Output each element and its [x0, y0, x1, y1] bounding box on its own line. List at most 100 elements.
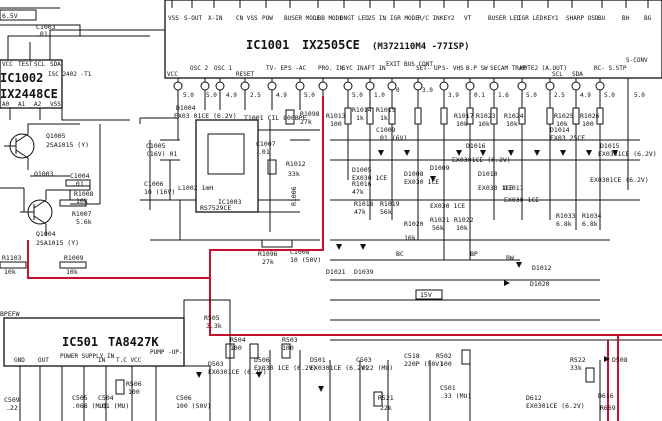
r1013-ref: R1013	[326, 112, 346, 120]
ic1001-top-stubs	[171, 0, 649, 8]
c505-value: .068 (MU)	[72, 402, 107, 410]
r1024-value: 10k	[506, 120, 518, 128]
d1018-type: EX0301CE (6.2V)	[590, 176, 649, 184]
pin-label: VCC	[167, 71, 178, 78]
d1021-ref: D1021	[326, 268, 346, 276]
pin-label: BH	[622, 15, 630, 22]
pin-label: SHARP OSD	[566, 15, 599, 22]
c1009-value: 01 (6V)	[380, 134, 407, 142]
pin-label: SCL	[34, 61, 45, 68]
pin-label: BUSER LED	[488, 15, 521, 22]
q1004-type: 2SA1015 (Y)	[36, 239, 79, 247]
d1008-ref: D1008	[404, 170, 424, 178]
pin-voltage: 5.0	[634, 92, 645, 99]
d1009-ref: D1009	[430, 164, 450, 172]
pin-voltage: 5.0	[304, 92, 315, 99]
ic501-label1: POWER SUPPLY IN	[60, 353, 115, 360]
ic501-label3: PUMP -UP-	[150, 349, 183, 356]
pin-label: S-OUT	[184, 15, 202, 22]
r1098-value: 27k	[300, 118, 312, 126]
q1005-ref: Q1005	[46, 132, 66, 140]
pin-label: S-CONV	[626, 57, 648, 64]
r1034-ref: R1034	[582, 212, 602, 220]
c518-value: 220P (50V)	[404, 360, 443, 368]
pin-voltage: 1.0	[374, 92, 385, 99]
r521-value: 22k	[380, 404, 392, 412]
d501-ref: D501	[310, 356, 326, 364]
d612-ref: D612	[526, 394, 542, 402]
pin-label: TV- EP	[266, 65, 288, 72]
r522-ref: R522	[570, 356, 586, 364]
pin-label: SET- UP	[416, 65, 442, 72]
r503-ref: R503	[282, 336, 298, 344]
d1017-type: EX0301CE (6.2V)	[452, 156, 511, 164]
d1012-ref: D1012	[532, 264, 552, 272]
pin-label: A0	[2, 101, 10, 108]
r1014-value: 1k	[356, 114, 364, 122]
d1039-ref: D1039	[354, 268, 374, 276]
c504-value: .01 (MU)	[98, 402, 129, 410]
r506-value: 100	[128, 388, 140, 396]
d506-type: EX030 1CE (6.2V)	[254, 364, 317, 372]
ic1001-part: IX2505CE	[302, 38, 360, 52]
pin-voltage: 5.0	[604, 92, 615, 99]
r1018-ref: R1018	[354, 200, 374, 208]
pin-label: KEY1	[544, 15, 559, 22]
pin-label: GND	[14, 357, 25, 364]
pin-label: OUT	[38, 357, 49, 364]
r1009-value: 10k	[66, 268, 78, 276]
pin-label: SDA	[572, 71, 583, 78]
pin-voltage: 3.9	[448, 92, 459, 99]
pin-label: BU	[598, 15, 606, 22]
ic1003-ref: IC1003	[218, 198, 242, 206]
pin-label: PRO. IN	[318, 65, 344, 72]
ic501-ref: IC501	[62, 335, 98, 349]
c1003-value: .01	[36, 30, 48, 38]
d503-ref: D503	[208, 360, 224, 368]
resistor-bodies	[344, 107, 604, 125]
ic1002-note: ISC 2402 -T1	[48, 71, 92, 78]
c1009-ref: C1009	[376, 126, 396, 134]
r1023-ref: R1023	[476, 112, 496, 120]
pin-voltage: 0	[396, 87, 400, 94]
r1023-value: 10k	[478, 120, 490, 128]
pin-voltage: 2.5	[554, 92, 565, 99]
r505-value: 3.3k	[206, 322, 222, 330]
osc-15v-label: 15V	[420, 291, 432, 299]
pin-label: A2	[34, 101, 42, 108]
pin-label: EXIT BUS CONT.	[386, 61, 437, 68]
pin-label: RC- S.STP	[594, 65, 627, 72]
pin-label: 25 IN	[368, 15, 386, 22]
r1007-ref: R1007	[72, 210, 92, 218]
ic1001-ref: IC1001	[246, 38, 289, 52]
c1005-value: (16V) 01	[146, 150, 177, 158]
d616-ref: D616	[598, 392, 614, 400]
d1005-type: EX030 1CE	[352, 174, 387, 182]
pin-label: POW	[262, 15, 273, 22]
d1016-ref: D1016	[466, 142, 486, 150]
pin-label: IGR LED	[518, 15, 544, 22]
r1026-value: 100	[582, 120, 594, 128]
lower-diodes	[196, 356, 610, 392]
r1016-value: 47k	[352, 188, 364, 196]
r1025-ref: R1025	[554, 112, 574, 120]
ic1001-top-pins: VSS S-OUT X-IN CN VSS POW BUSER MODE .BB…	[168, 15, 652, 22]
highlighted-trace	[27, 96, 662, 421]
r1009-ref: R1009	[64, 254, 84, 262]
r1022-value: 10k	[456, 224, 468, 232]
pin-voltage: 1.6	[498, 92, 509, 99]
pin-label: SECAM TRAP	[490, 65, 527, 72]
pin-label: SDA	[50, 61, 61, 68]
d1005-ref: D1005	[352, 166, 372, 174]
r504-ref: R504	[230, 336, 246, 344]
r1096-value: 27k	[262, 258, 274, 266]
d1015-type: EX0301CE (6.2V)	[598, 150, 657, 158]
r504-value: 100	[230, 344, 242, 352]
r1026-ref: R1026	[580, 112, 600, 120]
d503-type: EX0301CE (6.2V)	[208, 368, 267, 376]
r1015-ref: R1015	[376, 106, 396, 114]
pin-label: TEST	[18, 61, 33, 68]
c503-value: .022 (MU)	[358, 364, 393, 372]
pin-voltage: 0.1	[474, 92, 485, 99]
d612-type: EX0301CE (6.2V)	[526, 402, 585, 410]
